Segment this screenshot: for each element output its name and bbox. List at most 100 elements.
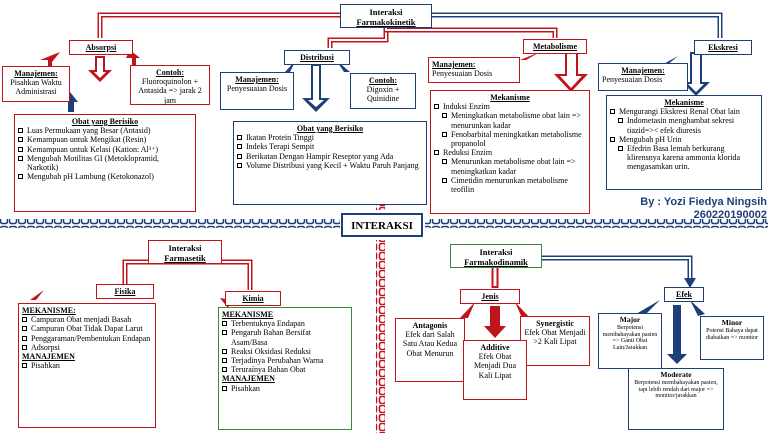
synergistic-text: Efek Obat Menjadi >2 Kali Lipat — [524, 328, 586, 347]
kimia-mek-label: MEKANISME — [222, 310, 274, 319]
metabolisme-mekanisme: Mekanisme Induksi Enzim Meningkatkan met… — [430, 90, 590, 214]
fisika-man-label: MANAJEMEN — [22, 351, 75, 361]
list-item: Mengubah pH Lambung (Ketokonazol) — [18, 172, 192, 181]
antagonis-title: Antagonis — [412, 321, 448, 330]
absorpsi-manajemen-text: Pisahkan Waktu Administrasi — [10, 78, 62, 97]
fisika-mek-list: Campuran Obat menjadi Basah Campuran Oba… — [22, 315, 152, 352]
center-interaksi-label: INTERAKSI — [351, 220, 413, 232]
ekskresi-manajemen: Manajemen: Penyesuaian Dosis — [598, 63, 688, 91]
list-item: Mengubah pH Urin — [610, 135, 758, 144]
metabolisme-manajemen-text: Penyesuaian Dosis — [432, 69, 493, 79]
additive-title: Additive — [480, 343, 510, 352]
list-item: Mengubah Motilitas GI (Metoklopramid, Na… — [18, 154, 192, 172]
list-item: Reduksi Enzim — [434, 148, 586, 157]
farmakokinetik-title: Interaksi Farmakokinetik — [340, 4, 432, 28]
moderate-box: Moderate Berpotensi membahayakan pasien,… — [628, 368, 724, 430]
major-text: Berpotensi membahayakan pasien => Ganti … — [602, 324, 658, 352]
list-item: Teruraínya Bahan Obat — [222, 365, 348, 374]
farmasetik-title-line2: Farmasetik — [164, 253, 206, 264]
absorpsi-obat-list: Luas Permukaan yang Besar (Antasid) Kema… — [18, 126, 192, 181]
metabolisme-manajemen: Manajemen: Penyesuaian Dosis — [428, 57, 520, 83]
ekskresi-mek-title: Mekanisme — [664, 98, 704, 107]
metabolisme-manajemen-label: Manajemen: — [432, 60, 476, 69]
absorpsi-contoh: Contoh: Fluoroquinolon + Antasida => jar… — [130, 65, 210, 105]
metabolisme-mek-title: Mekanisme — [490, 93, 530, 102]
absorpsi-contoh-text: Fluoroquinolon + Antasida => jarak 2 jam — [138, 77, 202, 105]
distribusi-contoh: Contoh: Digoxin + Quinidine — [350, 73, 416, 109]
additive-text: Efek Obat Menjadi Dua Kali Lipat — [474, 352, 516, 380]
ekskresi-mekanisme: Mekanisme Mengurangi Ekskresi Renal Obat… — [606, 95, 762, 190]
distribusi-contoh-text: Digoxin + Quinidine — [366, 85, 400, 104]
jenis-title: Jenis — [460, 289, 520, 304]
list-item: Efedrin Basa lemah berkurang klirensnya … — [610, 144, 758, 172]
fisika-man-list: Pisahkan — [22, 361, 152, 370]
ekskresi-manajemen-label: Manajemen: — [621, 66, 665, 75]
additive-box: Additive Efek Obat Menjadi Dua Kali Lipa… — [463, 340, 527, 400]
major-box: Major Berpotensi membahayakan pasien => … — [598, 313, 662, 369]
farmakokinetik-title-line2: Farmakokinetik — [356, 17, 416, 28]
list-item: Campuran Obat menjadi Basah — [22, 315, 152, 324]
list-item: Terbentuknya Endapan — [222, 319, 348, 328]
farmakodinamik-title: Interaksi Farmakodinamik — [450, 244, 542, 268]
absorpsi-manajemen-label: Manajemen: — [14, 69, 58, 78]
absorpsi-obat-berisiko: Obat yang Berisiko Luas Permukaan yang B… — [14, 114, 196, 212]
list-item: Terjadinya Perubahan Warna — [222, 356, 348, 365]
farmasetik-title: Interaksi Farmasetik — [148, 240, 222, 264]
moderate-title: Moderate — [660, 370, 692, 379]
efek-title: Efek — [664, 287, 704, 302]
list-item: Pisahkan — [222, 384, 348, 393]
author-id: 260220190002 — [693, 209, 767, 222]
list-item: Pisahkan — [22, 361, 152, 370]
synergistic-title: Synergistic — [536, 319, 574, 328]
list-item: Berikatan Dengan Hampir Reseptor yang Ad… — [237, 152, 423, 161]
list-item: Menurunkan metabolisme obat lain => meni… — [434, 157, 586, 176]
kimia-man-label: MANAJEMEN — [222, 374, 275, 384]
farmakodinamik-title-line1: Interaksi — [479, 247, 513, 257]
distribusi-obat-berisiko: Obat yang Berisiko Ikatan Protein Tinggi… — [233, 121, 427, 205]
kimia-man-list: Pisahkan — [222, 384, 348, 393]
distribusi-manajemen-text: Penyesuaian Dosis — [226, 84, 288, 94]
chain-vertical-bottom — [376, 240, 385, 433]
ekskresi-manajemen-text: Penyesuaian Dosis — [602, 75, 663, 85]
center-interaksi: INTERAKSI — [341, 213, 423, 237]
list-item: Meningkatkan metabolisme obat lain => me… — [434, 111, 586, 130]
antagonis-box: Antagonis Efek dari Salah Satu Atau Kedu… — [395, 318, 465, 382]
kimia-title: Kimia — [225, 291, 281, 306]
moderate-text: Berpotensi membahayakan pasien, tapi leb… — [634, 379, 718, 400]
author-credit: By : Yozi Fiedya Ningsih 260220190002 — [633, 196, 767, 222]
major-title: Major — [619, 315, 641, 324]
absorpsi-contoh-label: Contoh: — [155, 68, 184, 77]
metabolisme-mek-list: Induksi Enzim Meningkatkan metabolisme o… — [434, 102, 586, 194]
antagonis-text: Efek dari Salah Satu Atau Kedua Obat Men… — [402, 330, 458, 358]
list-item: Pengaruh Bahan Bersifat Asam/Basa — [222, 328, 348, 347]
list-item: Indometasin menghambat sekresi tiazid=><… — [610, 116, 758, 135]
absorpsi-obat-title: Obat yang Berisiko — [71, 117, 139, 126]
list-item: Volume Distribusi yang Kecil + Waktu Par… — [237, 161, 423, 170]
absorpsi-manajemen: Manajemen: Pisahkan Waktu Administrasi — [2, 66, 70, 102]
minor-box: Minor Potensi Bahaya dapat diabaikan => … — [700, 316, 764, 360]
list-item: Kemampuan untuk Mengikat (Resin) — [18, 135, 192, 144]
minor-title: Minor — [721, 318, 743, 327]
list-item: Induksi Enzim — [434, 102, 586, 111]
farmasetik-title-line1: Interaksi — [168, 243, 202, 253]
chain-horizontal — [0, 219, 340, 228]
list-item: Penggaraman/Pembentukan Endapan — [22, 334, 152, 343]
list-item: Adsorpsi — [22, 343, 152, 352]
distribusi-manajemen: Manajemen: Penyesuaian Dosis — [220, 72, 294, 110]
fisika-box: MEKANISME: Campuran Obat menjadi Basah C… — [18, 303, 156, 428]
ekskresi-title: Ekskresi — [694, 40, 752, 55]
minor-text: Potensi Bahaya dapat diabaikan => monito… — [705, 327, 759, 341]
list-item: Ikatan Protein Tinggi — [237, 133, 423, 142]
list-item: Reaksi Oksidasi Reduksi — [222, 347, 348, 356]
list-item: Indeks Terapi Sempit — [237, 142, 423, 151]
fisika-mek-label: MEKANISME: — [22, 306, 76, 315]
distribusi-obat-list: Ikatan Protein Tinggi Indeks Terapi Semp… — [237, 133, 423, 170]
list-item: Cimetidin menurunkan metabolisme teofili… — [434, 176, 586, 194]
distribusi-obat-title: Obat yang Berisiko — [296, 124, 364, 133]
farmakokinetik-title-line1: Interaksi — [369, 7, 403, 17]
author-name: By : Yozi Fiedya Ningsih — [640, 196, 767, 208]
list-item: Campuran Obat Tidak Dapat Larut — [22, 324, 152, 333]
distribusi-contoh-label: Contoh: — [368, 76, 397, 85]
ekskresi-mek-list: Mengurangi Ekskresi Renal Obat lain Indo… — [610, 107, 758, 171]
absorpsi-title: Absorpsi — [69, 40, 133, 55]
